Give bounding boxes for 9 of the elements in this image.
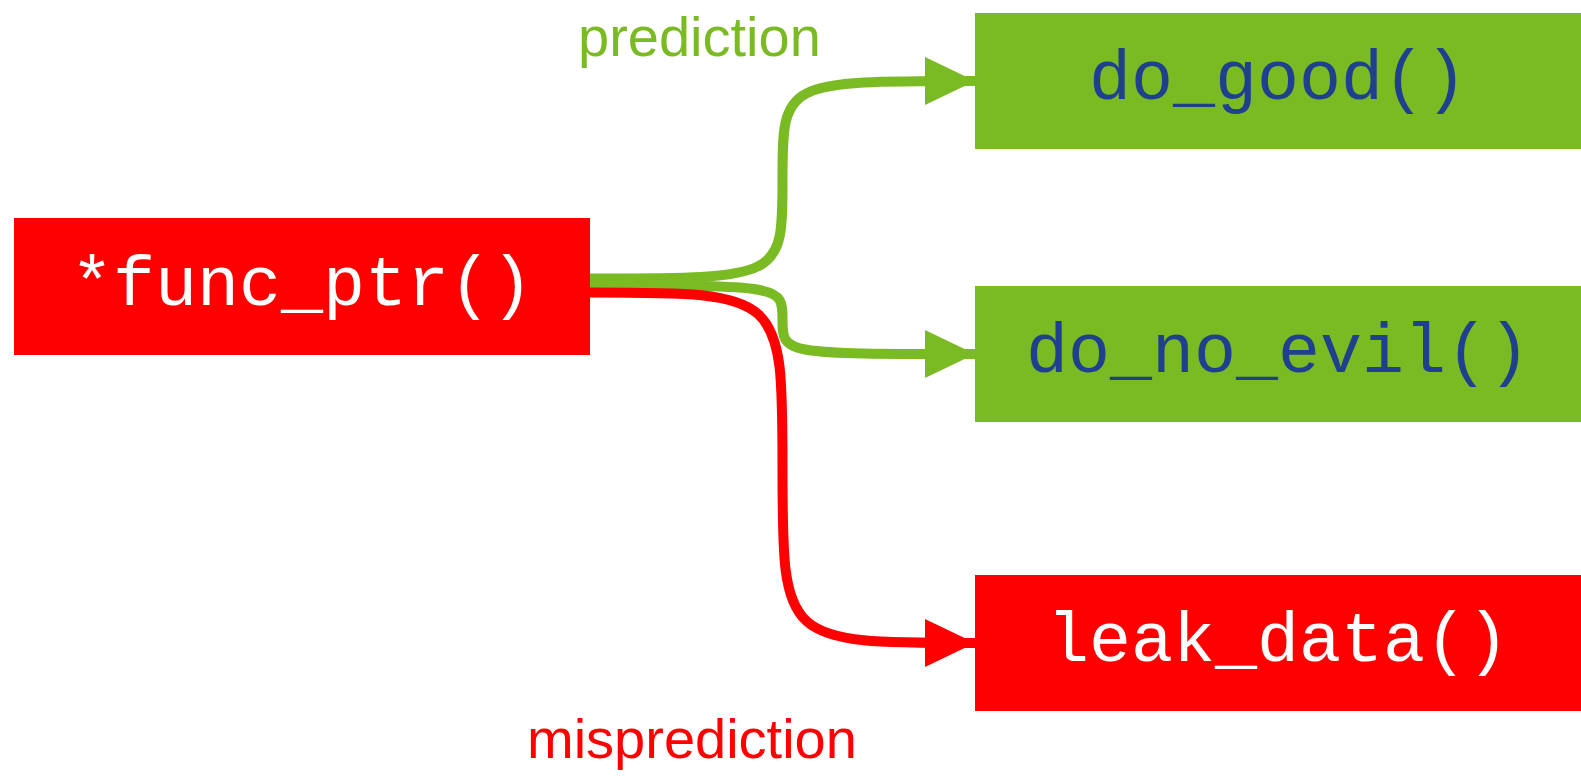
annotation-label: prediction (578, 4, 821, 70)
annotation-label: misprediction (527, 706, 857, 772)
arrow (590, 287, 975, 667)
function-box: leak_data() (975, 575, 1581, 711)
function-box: do_good() (975, 13, 1581, 149)
function-box: do_no_evil() (975, 286, 1581, 422)
function-box: *func_ptr() (14, 218, 590, 355)
arrow (590, 280, 975, 378)
arrow (590, 57, 975, 284)
